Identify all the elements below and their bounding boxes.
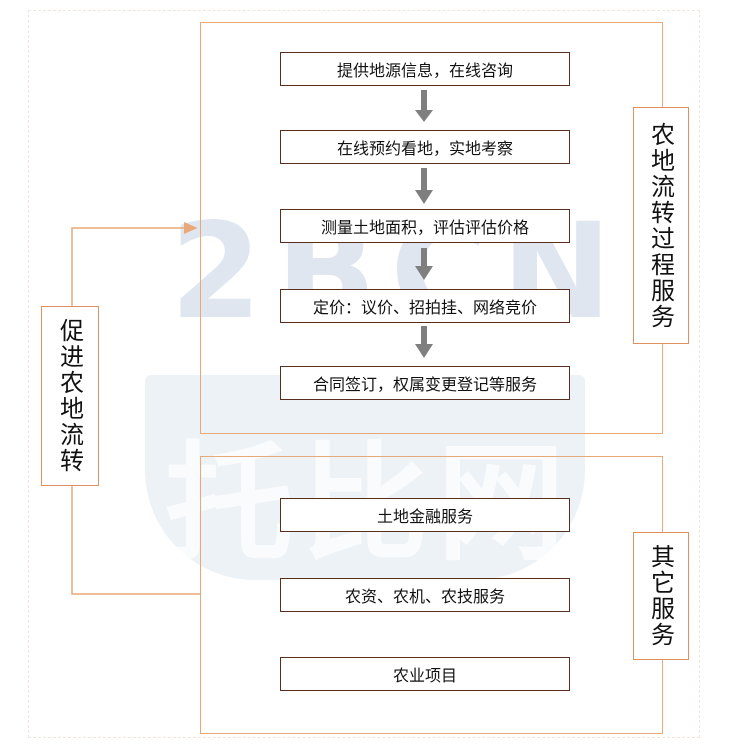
arrow-3 [415, 248, 433, 280]
outer-border [28, 10, 700, 738]
step-contract: 合同签订，权属变更登记等服务 [280, 366, 570, 400]
step-pricing: 定价：议价、招拍挂、网络竞价 [280, 289, 570, 323]
label-flow-service-text: 农地流转过程服务 [646, 121, 675, 330]
label-flow-service: 农地流转过程服务 [633, 107, 689, 344]
step-info-consult: 提供地源信息，在线咨询 [280, 52, 570, 86]
service-agri-project: 农业项目 [280, 657, 570, 691]
watermark-shield [145, 375, 585, 580]
step-measure-evaluate: 测量土地面积，评估评估价格 [280, 209, 570, 243]
service-agri-supply: 农资、农机、农技服务 [280, 578, 570, 612]
service-land-finance: 土地金融服务 [280, 498, 570, 532]
arrow-4 [415, 326, 433, 358]
label-other-service-text: 其它服务 [646, 544, 675, 648]
arrow-1 [415, 90, 433, 122]
label-promote-text: 促进农地流转 [55, 318, 84, 474]
label-other-service: 其它服务 [633, 532, 689, 660]
label-promote: 促进农地流转 [41, 306, 99, 486]
step-arrows [415, 90, 433, 358]
arrow-2 [415, 168, 433, 204]
step-booking-survey: 在线预约看地，实地考察 [280, 130, 570, 164]
